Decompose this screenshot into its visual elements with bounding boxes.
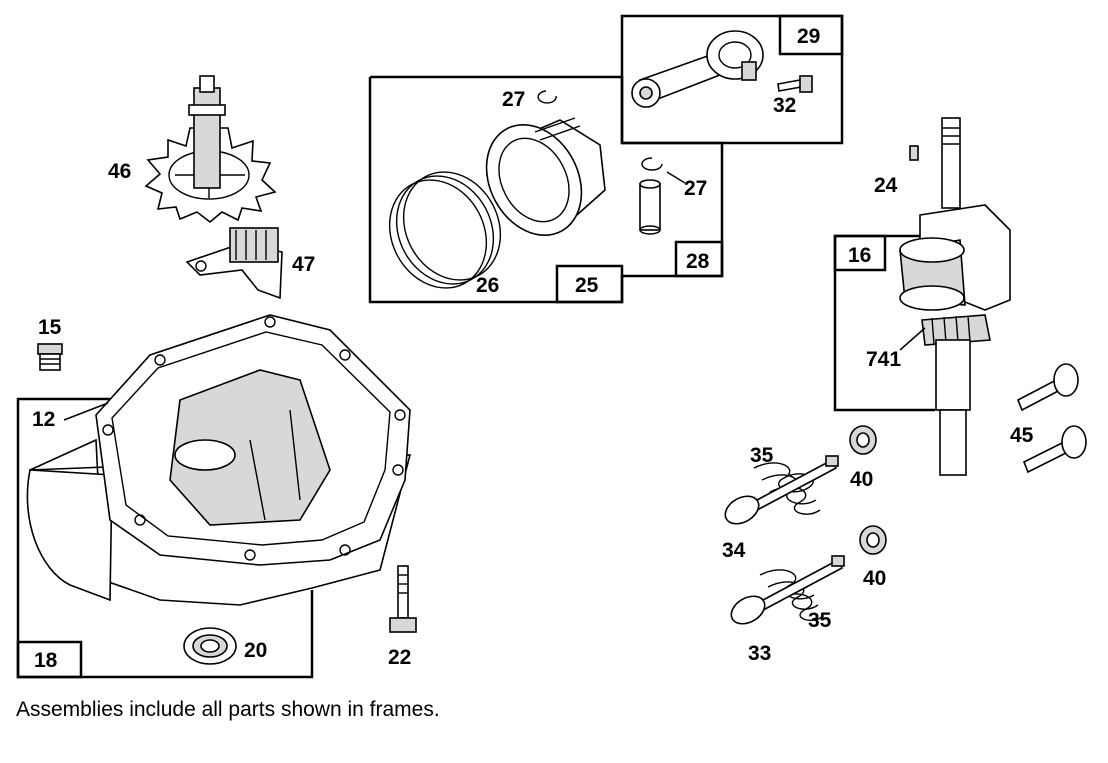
callout-35-lower: 35 [808, 609, 832, 632]
callout-45: 45 [1010, 424, 1034, 447]
callout-22: 22 [388, 646, 411, 669]
key-icon [909, 145, 919, 161]
oil-seal-icon [183, 627, 237, 665]
tappet-icon [1016, 363, 1087, 474]
callout-25: 25 [575, 274, 599, 297]
piston-pin-icon [639, 179, 661, 235]
callout-33: 33 [748, 642, 771, 665]
sump-housing-icon [26, 314, 412, 606]
oil-plug-icon [37, 343, 63, 371]
callout-40-upper: 40 [850, 468, 873, 491]
callout-40-lower: 40 [863, 567, 886, 590]
callout-27-lower: 27 [684, 177, 707, 200]
connecting-rod-icon [631, 30, 764, 108]
piston-rings-icon [388, 171, 502, 289]
frame-16-crankshaft [833, 234, 935, 412]
callout-34: 34 [722, 539, 746, 562]
bolt-icon [389, 565, 417, 633]
rod-bolt-icon [777, 75, 813, 93]
retainer-clip-icon [537, 90, 557, 104]
valve-lower-icon [730, 555, 845, 625]
callout-29: 29 [797, 25, 820, 48]
retainer-clip-lower-icon [641, 157, 663, 171]
spring-retainer-lower-icon [859, 525, 887, 555]
governor-bracket-icon [185, 227, 283, 300]
callout-26: 26 [476, 274, 499, 297]
callout-18: 18 [34, 649, 58, 672]
piston-icon [485, 117, 606, 237]
valve-icon [724, 455, 839, 525]
callout-741: 741 [866, 348, 901, 371]
callout-35-upper: 35 [750, 444, 774, 467]
callout-15: 15 [38, 316, 62, 339]
callout-46: 46 [108, 160, 131, 183]
callout-28: 28 [686, 250, 710, 273]
crankshaft-icon [899, 117, 1011, 476]
callout-12: 12 [32, 408, 55, 431]
spring-retainer-icon [849, 425, 877, 455]
frame-18-sump [16, 397, 314, 679]
callout-32: 32 [773, 94, 796, 117]
leader-lines [63, 171, 926, 421]
callout-20: 20 [244, 639, 267, 662]
footnote-text: Assemblies include all parts shown in fr… [16, 698, 440, 721]
callout-16: 16 [848, 244, 871, 267]
frame-25-piston-assembly [368, 75, 724, 304]
callout-24: 24 [874, 174, 898, 197]
callout-27-top: 27 [502, 88, 525, 111]
gear-shaft-icon [144, 75, 277, 224]
callouts: 46 47 15 12 18 20 22 27 26 25 29 32 27 2… [32, 25, 1034, 672]
callout-47: 47 [292, 253, 315, 276]
